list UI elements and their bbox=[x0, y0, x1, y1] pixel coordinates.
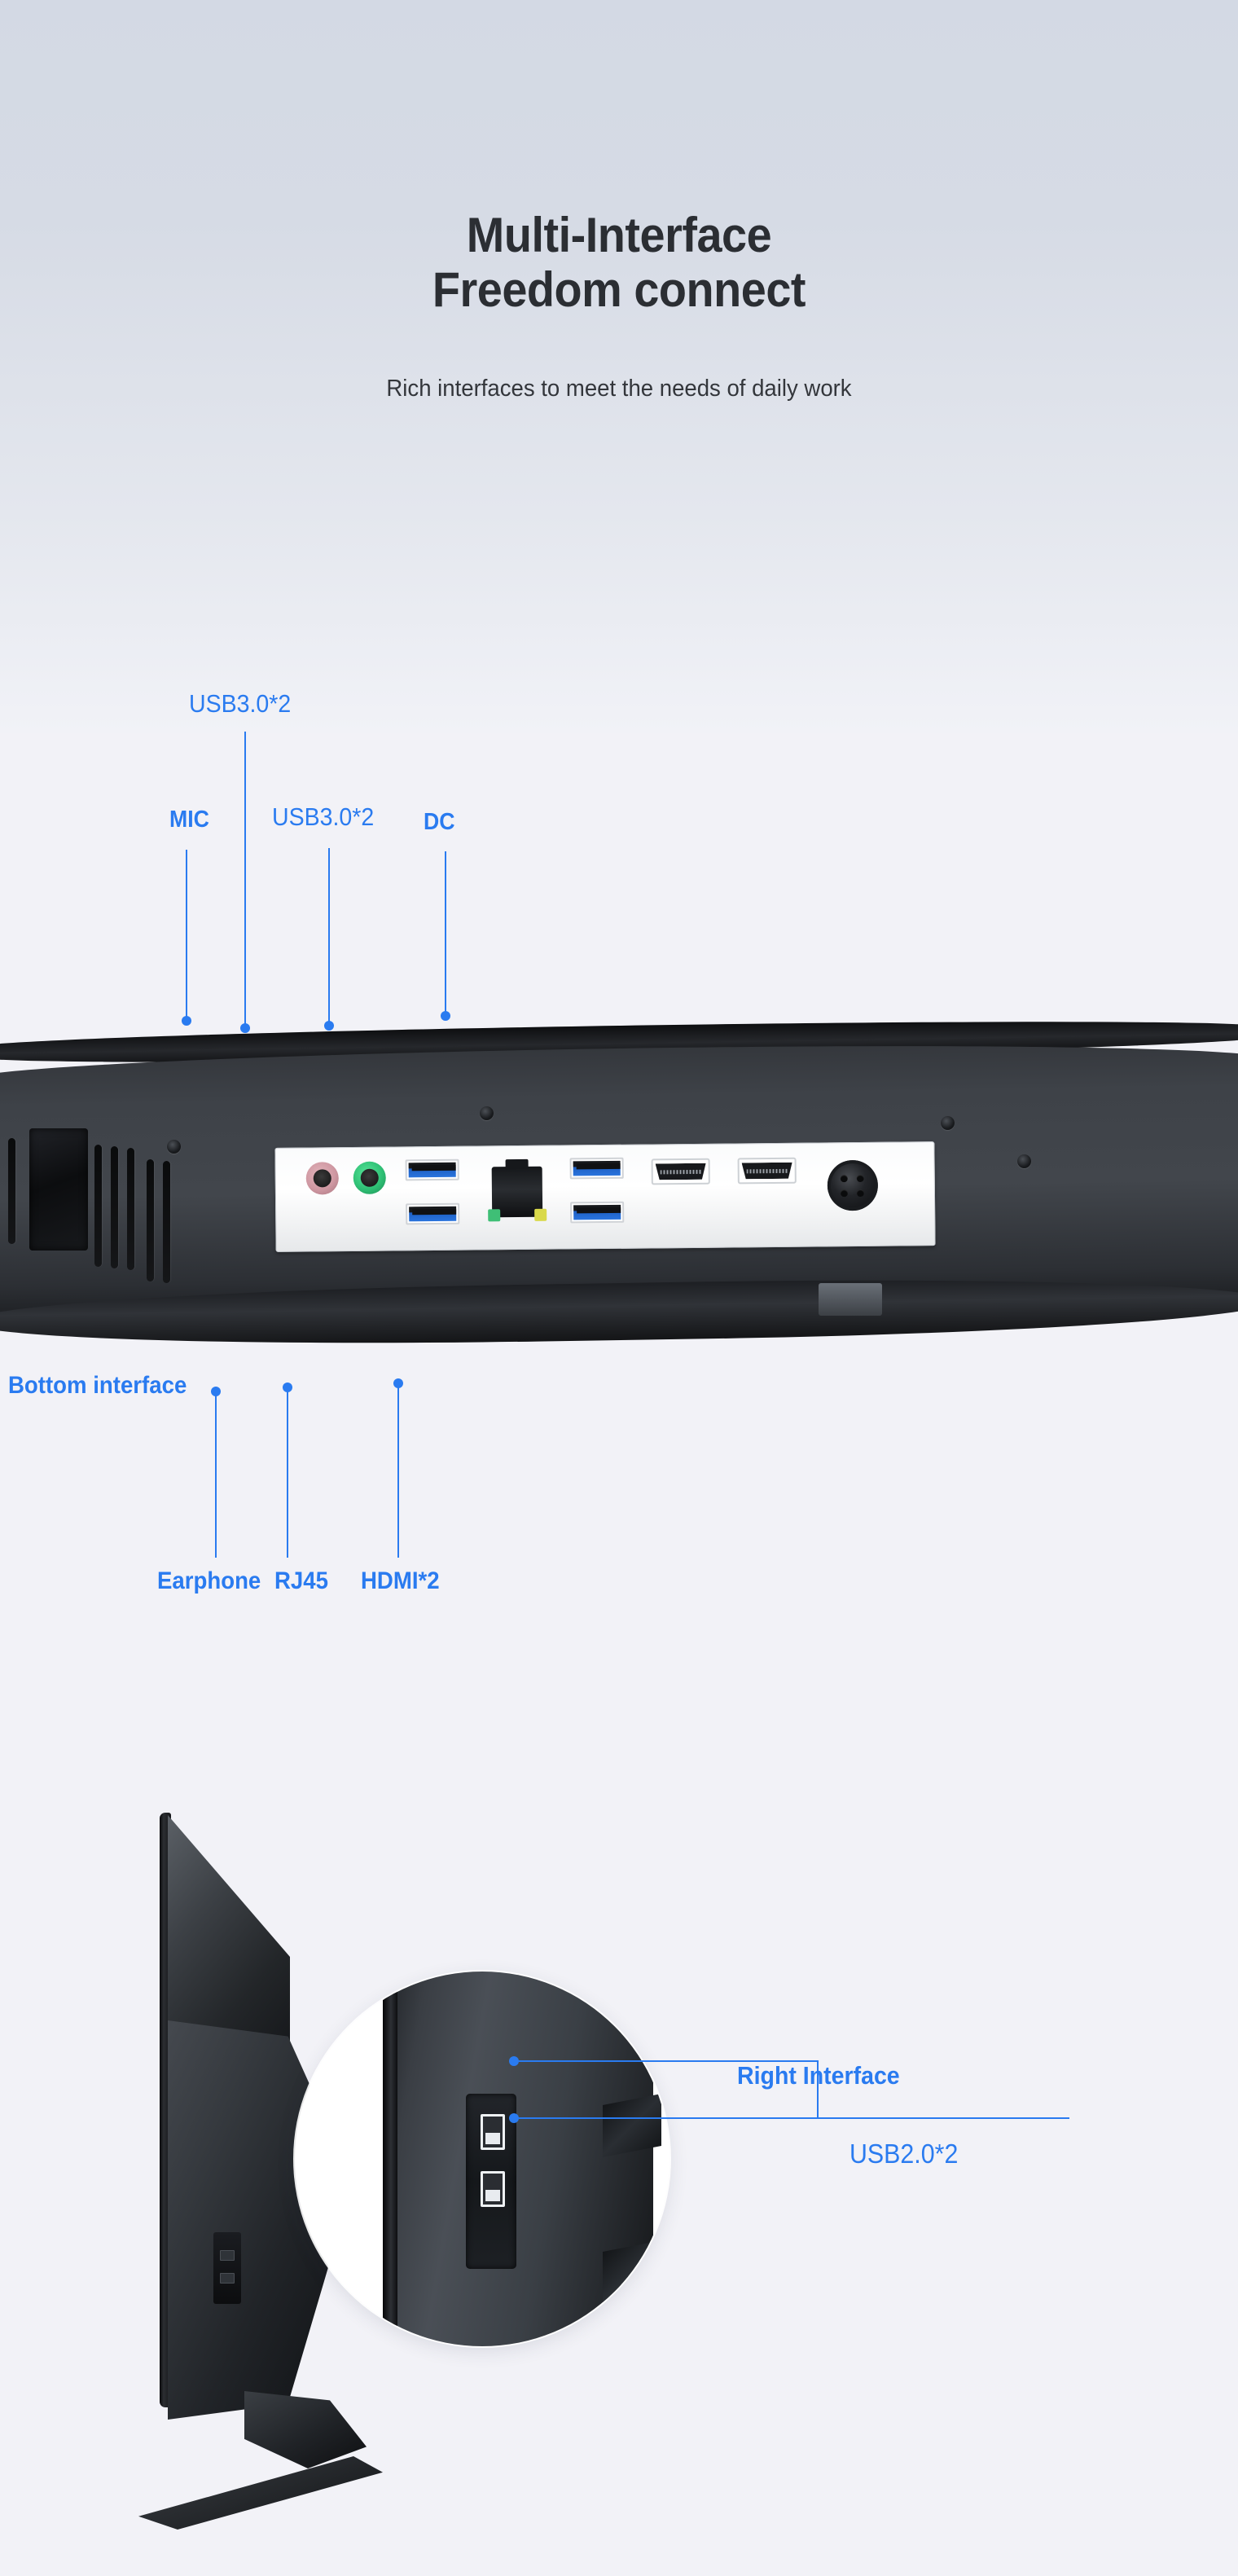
vent-slot bbox=[94, 1145, 102, 1267]
usb3-port-4 bbox=[570, 1201, 625, 1224]
leader-line-usb2-bottom bbox=[519, 2117, 818, 2119]
dc-pin bbox=[840, 1175, 848, 1183]
leader-line-usb3-upper bbox=[244, 732, 246, 1026]
dc-pin bbox=[840, 1189, 849, 1198]
leader-dot-mic bbox=[182, 1016, 191, 1026]
magnified-usb2-port-1 bbox=[481, 2114, 505, 2150]
background-top-gradient bbox=[0, 0, 1238, 733]
vent-slot bbox=[147, 1159, 154, 1281]
magnifier-inset bbox=[295, 1972, 669, 2346]
io-panel bbox=[274, 1141, 936, 1252]
leader-line-earphone bbox=[215, 1395, 217, 1558]
magnified-vent-lower bbox=[603, 2240, 661, 2304]
label-mic: MIC bbox=[169, 807, 209, 833]
vent-window bbox=[29, 1128, 88, 1251]
label-bottom-interface: Bottom interface bbox=[8, 1372, 187, 1399]
magnified-vent-upper bbox=[603, 2094, 661, 2157]
leader-dot-usb2-top bbox=[509, 2056, 519, 2066]
usb3-port-1 bbox=[405, 1158, 459, 1181]
leader-dot-rj45 bbox=[283, 1383, 292, 1392]
hdmi-port-2 bbox=[737, 1157, 797, 1185]
usb3-port-2 bbox=[406, 1202, 460, 1225]
label-usb3-upper: USB3.0*2 bbox=[189, 689, 292, 718]
header-block: Multi-Interface Freedom connect Rich int… bbox=[0, 208, 1238, 402]
leader-line-rj45 bbox=[287, 1391, 288, 1558]
headline-line-1: Multi-Interface bbox=[466, 208, 772, 262]
headline-line-2: Freedom connect bbox=[432, 262, 806, 318]
leader-dot-earphone bbox=[211, 1387, 221, 1396]
vent-slot bbox=[8, 1138, 15, 1244]
mic-jack-hole bbox=[313, 1169, 331, 1188]
vent-slot bbox=[111, 1146, 118, 1268]
side-usb-port-1 bbox=[220, 2250, 235, 2261]
vent-slot bbox=[127, 1148, 134, 1270]
vent-slot bbox=[163, 1161, 170, 1283]
usb3-port-3 bbox=[569, 1157, 624, 1180]
chassis-bottom-interface-photo bbox=[0, 1014, 1238, 1365]
chassis-tab bbox=[819, 1283, 882, 1316]
dc-pin bbox=[856, 1189, 865, 1198]
label-right-interface: Right Interface bbox=[737, 2061, 900, 2090]
label-dc: DC bbox=[424, 809, 455, 835]
leader-dot-usb3-upper bbox=[240, 1023, 250, 1033]
label-rj45: RJ45 bbox=[274, 1567, 328, 1594]
label-earphone: Earphone bbox=[157, 1567, 261, 1594]
side-usb-port-2 bbox=[220, 2273, 235, 2284]
label-usb2: USB2.0*2 bbox=[849, 2139, 959, 2169]
leader-line-usb2-out bbox=[817, 2117, 1069, 2119]
leader-line-usb2-top bbox=[519, 2060, 818, 2062]
leader-bracket-usb2 bbox=[817, 2060, 819, 2119]
dc-pin bbox=[856, 1174, 864, 1183]
leader-dot-hdmi bbox=[393, 1378, 403, 1388]
screw-right bbox=[941, 1116, 955, 1130]
label-hdmi: HDMI*2 bbox=[361, 1567, 440, 1594]
hdmi-port-1 bbox=[651, 1158, 710, 1185]
subtitle: Rich interfaces to meet the needs of dai… bbox=[386, 376, 852, 402]
side-usb-plate bbox=[213, 2232, 241, 2304]
magnified-bezel-edge bbox=[383, 1972, 397, 2346]
leader-dot-dc bbox=[441, 1011, 450, 1021]
stand-neck bbox=[244, 2391, 367, 2468]
earphone-jack-hole bbox=[360, 1168, 379, 1187]
rj45-led-green bbox=[488, 1209, 501, 1222]
rj45-port bbox=[488, 1166, 547, 1222]
label-usb3-lower: USB3.0*2 bbox=[272, 802, 375, 831]
dc-power-jack bbox=[827, 1159, 879, 1211]
leader-line-dc bbox=[445, 851, 446, 1014]
hdmi-pins bbox=[660, 1169, 701, 1175]
earphone-jack-green bbox=[353, 1161, 386, 1194]
magnified-usb2-port-2 bbox=[481, 2171, 505, 2207]
hdmi-pins bbox=[746, 1168, 788, 1174]
screw-center bbox=[480, 1106, 494, 1120]
leader-dot-usb2-bottom bbox=[509, 2113, 519, 2123]
screw-left bbox=[167, 1140, 181, 1154]
stand-foot bbox=[138, 2456, 383, 2530]
rj45-led-yellow bbox=[534, 1208, 547, 1221]
mic-jack-pink bbox=[305, 1162, 339, 1195]
leader-line-mic bbox=[186, 850, 187, 1019]
screw-far-right bbox=[1017, 1154, 1031, 1168]
monitor-profile-section bbox=[0, 1776, 1238, 2542]
leader-dot-usb3-lower bbox=[324, 1021, 334, 1031]
leader-line-hdmi bbox=[397, 1387, 399, 1558]
leader-line-usb3-lower bbox=[328, 848, 330, 1024]
